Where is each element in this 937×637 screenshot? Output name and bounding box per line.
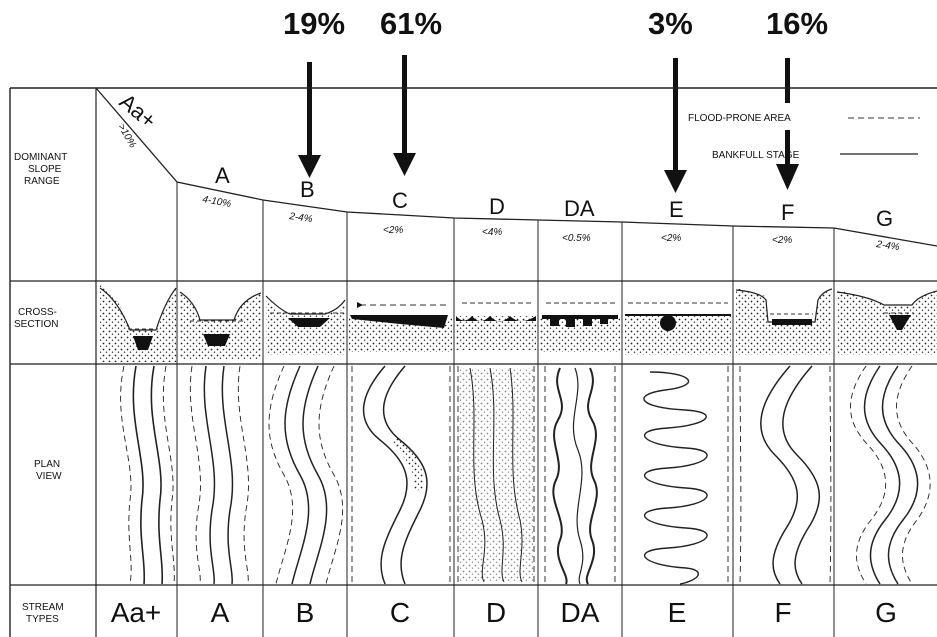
row-label-plan-1: PLAN <box>34 459 60 470</box>
plan-view-e <box>644 366 728 584</box>
row-label-types-2: TYPES <box>26 614 59 625</box>
slope-range-g: 2-4% <box>875 239 901 253</box>
legend: FLOOD-PRONE AREA BANKFULL STAGE <box>688 113 920 161</box>
stream-type-d: D <box>486 597 506 628</box>
slope-range-aa: >10% <box>115 122 138 150</box>
cross-section-aa <box>100 285 176 362</box>
stream-type-da: DA <box>561 597 600 628</box>
slope-range-a: 4-10% <box>201 194 231 210</box>
slope-type-d: D <box>489 194 505 219</box>
plan-view-row <box>121 366 931 584</box>
cross-section-e <box>625 303 731 355</box>
arrow-group: 19% 61% 3% 16% <box>283 6 828 193</box>
slope-type-c: C <box>392 188 408 213</box>
row-label-types-1: STREAM <box>22 602 64 613</box>
arrow-e <box>664 58 687 193</box>
slope-type-g: G <box>876 206 893 231</box>
arrow-f <box>776 58 799 190</box>
percent-label-c: 61% <box>380 6 442 41</box>
svg-text:CROSS-SECTION: CROSS-SECTION <box>14 307 58 330</box>
legend-bankfull-label: BANKFULL STAGE <box>712 150 800 161</box>
plan-view-a <box>190 366 248 584</box>
stream-type-a: A <box>211 597 230 628</box>
stream-type-aa: Aa+ <box>111 597 162 628</box>
stream-type-g: G <box>875 597 897 628</box>
row-label-slope-1: DOMINANT <box>14 152 67 163</box>
slope-type-f: F <box>781 200 794 225</box>
plan-view-f <box>740 366 831 584</box>
slope-range-b: 2-4% <box>288 211 314 225</box>
plan-view-c <box>352 366 450 584</box>
stream-type-e: E <box>668 597 687 628</box>
plan-view-d <box>458 366 534 584</box>
cross-section-a <box>180 290 261 360</box>
slope-range-da: <0.5% <box>562 233 591 244</box>
percent-label-b: 19% <box>283 6 345 41</box>
arrow-c <box>393 55 416 176</box>
cross-section-c <box>349 305 452 352</box>
cross-section-row <box>100 285 937 362</box>
row-label-cross-1: CROSS- <box>18 307 57 318</box>
stream-type-b: B <box>296 597 315 628</box>
stream-type-f: F <box>774 597 791 628</box>
plan-view-aa <box>121 366 175 584</box>
stream-types-row: Aa+ A B C D DA E F G <box>111 597 897 628</box>
cross-section-f <box>736 288 832 355</box>
slope-type-e: E <box>669 197 684 222</box>
cross-section-d <box>456 303 536 350</box>
plan-view-g <box>851 366 931 584</box>
legend-flood-label: FLOOD-PRONE AREA <box>688 113 791 124</box>
row-label-slope-3: RANGE <box>24 176 60 187</box>
cross-section-b <box>266 296 345 355</box>
slope-type-a: A <box>215 163 230 188</box>
row-label-plan-2: VIEW <box>36 471 62 482</box>
percent-label-f: 16% <box>766 6 828 41</box>
cross-section-da <box>540 303 620 352</box>
slope-range-e: <2% <box>661 233 681 244</box>
slope-type-da: DA <box>564 196 595 221</box>
row-label-cross-2: SECTION <box>14 319 58 330</box>
plan-view-b <box>269 366 343 584</box>
plan-view-da <box>545 366 615 584</box>
stream-type-c: C <box>390 597 410 628</box>
slope-range-d: <4% <box>482 227 502 238</box>
percent-label-e: 3% <box>648 6 693 41</box>
slope-range-c: <2% <box>383 225 403 236</box>
row-label-slope-2: SLOPE <box>28 164 62 175</box>
slope-range-f: <2% <box>772 235 792 246</box>
cross-section-g <box>837 290 937 355</box>
slope-type-b: B <box>300 177 315 202</box>
arrow-b <box>298 62 321 178</box>
